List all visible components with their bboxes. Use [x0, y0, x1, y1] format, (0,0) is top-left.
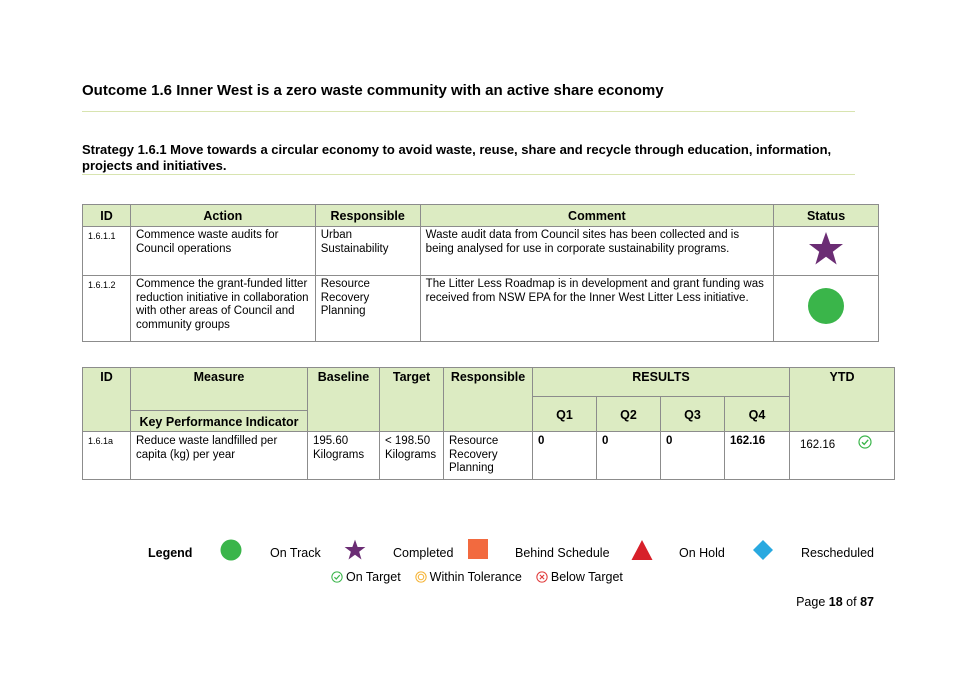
row-target: < 198.50 Kilograms: [379, 431, 444, 480]
table-row: 1.6.1a Reduce waste landfilled per capit…: [82, 431, 895, 480]
header-responsible: Responsible: [314, 204, 421, 227]
header-q3: Q3: [660, 396, 725, 432]
table-header-row: ID Measure Baseline Target Responsible R…: [82, 367, 895, 432]
actions-table: ID Action Responsible Comment Status 1.6…: [82, 204, 879, 342]
circle-icon: [808, 288, 845, 325]
strategy-title: Strategy 1.6.1 Move towards a circular e…: [82, 142, 832, 173]
row-q3: 0: [660, 431, 725, 480]
table-header-row: Key Performance Indicator: [83, 410, 895, 432]
row-q1: 0: [532, 431, 597, 480]
table-header-row: Q1 Q2 Q3 Q4: [83, 396, 895, 432]
legend-on-target-label: On Target: [346, 570, 401, 584]
legend-behind-schedule: Behind Schedule: [515, 546, 610, 560]
divider: [82, 174, 855, 175]
row-ytd-value: 162.16: [800, 439, 836, 451]
x-circle-icon: [536, 571, 548, 583]
total-pages: 87: [860, 595, 874, 609]
current-page: 18: [828, 595, 843, 609]
status-legend: On Target Within Tolerance Below Target: [331, 570, 637, 584]
header-responsible: Responsible: [443, 367, 533, 432]
header-ytd: YTD: [789, 367, 895, 432]
header-measure: Measure: [130, 367, 308, 397]
header-id: ID: [82, 367, 131, 432]
legend-below-target: Below Target: [536, 570, 623, 584]
outcome-title: Outcome 1.6 Inner West is a zero waste c…: [82, 82, 664, 99]
row-q2: 0: [596, 431, 661, 480]
header-q2: Q2: [596, 396, 661, 432]
table-row: 1.6.1.2 Commence the grant-funded litter…: [82, 275, 879, 342]
page-number: Page 18 of 87: [796, 595, 874, 609]
table-row: 1.6.1.1 Commence waste audits for Counci…: [82, 226, 879, 276]
header-q1: Q1: [532, 396, 597, 432]
legend-completed: Completed: [393, 546, 454, 560]
check-circle-icon: [858, 435, 872, 449]
header-baseline: Baseline: [307, 367, 380, 432]
row-comment: The Litter Less Roadmap is in developmen…: [419, 275, 775, 342]
row-action: Commence waste audits for Council operat…: [129, 226, 316, 276]
square-icon: [468, 539, 488, 559]
header-action: Action: [129, 204, 316, 227]
header-id: ID: [82, 204, 131, 227]
header-results: RESULTS: [532, 367, 790, 397]
legend: Legend On Track Completed Behind Schedul…: [148, 539, 878, 569]
header-spacer: [130, 396, 308, 411]
row-responsible: Resource Recovery Planning: [443, 431, 533, 480]
legend-within-tolerance-label: Within Tolerance: [429, 570, 522, 584]
row-q4: 162.16: [724, 431, 790, 480]
legend-below-target-label: Below Target: [550, 570, 623, 584]
row-status: [773, 275, 879, 342]
table-header-row: ID Action Responsible Comment Status: [82, 204, 879, 227]
triangle-icon: [631, 540, 653, 560]
legend-on-hold: On Hold: [679, 546, 725, 560]
row-id: 1.6.1a: [82, 431, 131, 480]
header-status: Status: [773, 204, 879, 227]
star-icon: [809, 231, 844, 265]
header-kpi: Key Performance Indicator: [130, 410, 308, 432]
row-responsible: Resource Recovery Planning: [314, 275, 421, 342]
measures-table: ID Measure Baseline Target Responsible R…: [82, 367, 895, 480]
diamond-icon: [753, 540, 773, 560]
tolerance-circle-icon: [415, 571, 427, 583]
row-status: [773, 226, 879, 276]
row-id: 1.6.1.2: [82, 275, 131, 342]
row-responsible: Urban Sustainability: [314, 226, 421, 276]
legend-within-tolerance: Within Tolerance: [415, 570, 522, 584]
of-word: of: [846, 595, 857, 609]
legend-rescheduled: Rescheduled: [801, 546, 874, 560]
row-comment: Waste audit data from Council sites has …: [419, 226, 775, 276]
divider: [82, 111, 855, 112]
legend-on-track: On Track: [270, 546, 321, 560]
row-id: 1.6.1.1: [82, 226, 131, 276]
header-target: Target: [379, 367, 444, 432]
header-q4: Q4: [724, 396, 790, 432]
star-icon: [344, 539, 366, 560]
row-baseline: 195.60 Kilograms: [307, 431, 380, 480]
check-circle-icon: [331, 571, 343, 583]
row-ytd: 162.16: [789, 431, 895, 480]
legend-label: Legend: [148, 546, 193, 560]
row-measure: Reduce waste landfilled per capita (kg) …: [130, 431, 308, 480]
row-action: Commence the grant-funded litter reducti…: [129, 275, 316, 342]
header-comment: Comment: [419, 204, 775, 227]
page-word: Page: [796, 595, 826, 609]
circle-icon: [220, 539, 242, 561]
legend-on-target: On Target: [331, 570, 401, 584]
